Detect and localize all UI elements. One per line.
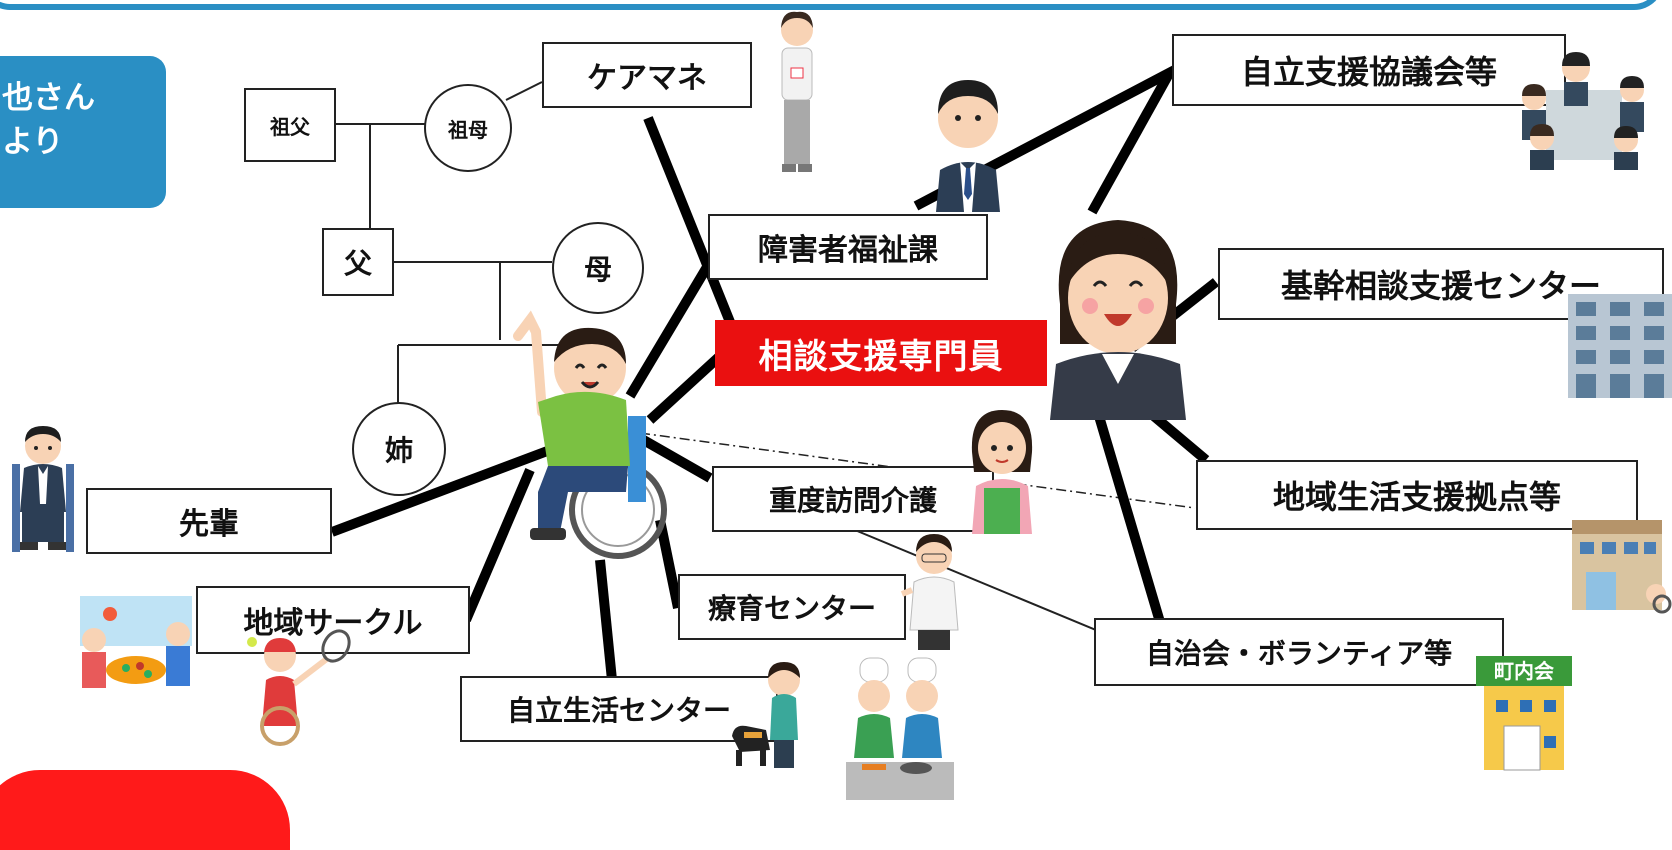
line-person-therapy: [655, 518, 683, 610]
grandfather-label: 祖父: [270, 114, 310, 139]
line-counselor-council: [1087, 69, 1175, 215]
line-person-center: [646, 352, 724, 424]
grandmother-label: 祖母: [448, 117, 488, 142]
care-manager-illustration: [781, 11, 813, 172]
independent-living-node: 自立生活センター: [460, 676, 778, 742]
line-caremanager-center: [643, 116, 735, 324]
sister-node: 姉: [352, 402, 446, 496]
line-person-senior: [330, 445, 552, 537]
home-care-node: 重度訪問介護: [712, 466, 994, 532]
red-callout-shape: [0, 770, 290, 850]
cooking-class-illustration: [846, 657, 954, 800]
grandfather-node: 祖父: [244, 88, 336, 162]
independent-living-label: 自立生活センター: [506, 694, 731, 727]
care-manager-label: ケアマネ: [587, 61, 707, 96]
group-home-illustration: [1572, 520, 1672, 614]
core-center-node: 基幹相談支援センター: [1218, 248, 1664, 320]
council-meeting-illustration: [1522, 52, 1644, 170]
neighborhood-label: 自治会・ボランティア等: [1145, 637, 1453, 670]
home-care-label: 重度訪問介護: [768, 484, 937, 517]
neighborhood-node: 自治会・ボランティア等: [1094, 618, 1504, 686]
care-manager-node: ケアマネ: [542, 42, 752, 108]
senior-label: 先輩: [179, 507, 239, 542]
line-person-homecare: [637, 433, 713, 483]
father-label: 父: [343, 247, 372, 280]
council-node: 自立支援協議会等: [1172, 34, 1566, 106]
father-node: 父: [322, 228, 394, 296]
community-hub-label: 地域生活支援拠点等: [1272, 478, 1561, 516]
community-hub-node: 地域生活支援拠点等: [1196, 460, 1638, 530]
mother-label: 母: [583, 253, 612, 286]
line-grandmother-caremanager: [505, 81, 543, 101]
line-person-welfare: [625, 259, 715, 399]
line-counselor-neighborhood: [1091, 404, 1165, 624]
header-card: 也さん より: [0, 56, 166, 208]
therapist-illustration: [900, 534, 959, 650]
wheelchair-user-illustration: [513, 310, 667, 559]
header-line-2: より: [2, 124, 64, 160]
header-line-1: 也さん: [2, 80, 95, 116]
therapy-center-label: 療育センター: [707, 592, 876, 625]
home-care-worker-illustration: [971, 410, 1033, 534]
sister-label: 姉: [384, 434, 413, 467]
community-hall-illustration: 町内会: [1476, 656, 1572, 771]
welfare-staff-illustration: [936, 80, 1000, 212]
senior-wheelchair-illustration: [12, 426, 74, 552]
therapy-center-node: 療育センター: [678, 574, 906, 640]
center-label: 相談支援専門員: [758, 336, 1004, 377]
center-node: 相談支援専門員: [715, 320, 1047, 386]
wheelchair-tennis-illustration: [247, 629, 351, 746]
community-party-illustration: [80, 596, 192, 688]
line-person-independent: [595, 559, 617, 681]
line-homecare-neighborhood: [849, 527, 1121, 641]
welfare-dept-node: 障害者福祉課: [708, 214, 988, 280]
guide-dog-user-illustration: [732, 662, 800, 768]
senior-node: 先輩: [86, 488, 332, 554]
welfare-dept-label: 障害者福祉課: [758, 233, 938, 268]
office-building-illustration: [1568, 294, 1672, 398]
mother-node: 母: [552, 222, 644, 314]
council-label: 自立支援協議会等: [1240, 53, 1497, 91]
community-circle-label: 地域サークル: [243, 606, 423, 641]
line-person-circle: [461, 468, 535, 622]
sign-label: 町内会: [1494, 659, 1554, 683]
core-center-label: 基幹相談支援センター: [1280, 267, 1601, 305]
community-circle-node: 地域サークル: [196, 586, 470, 654]
consultant-illustration: [1050, 220, 1186, 420]
grandmother-node: 祖母: [424, 84, 512, 172]
